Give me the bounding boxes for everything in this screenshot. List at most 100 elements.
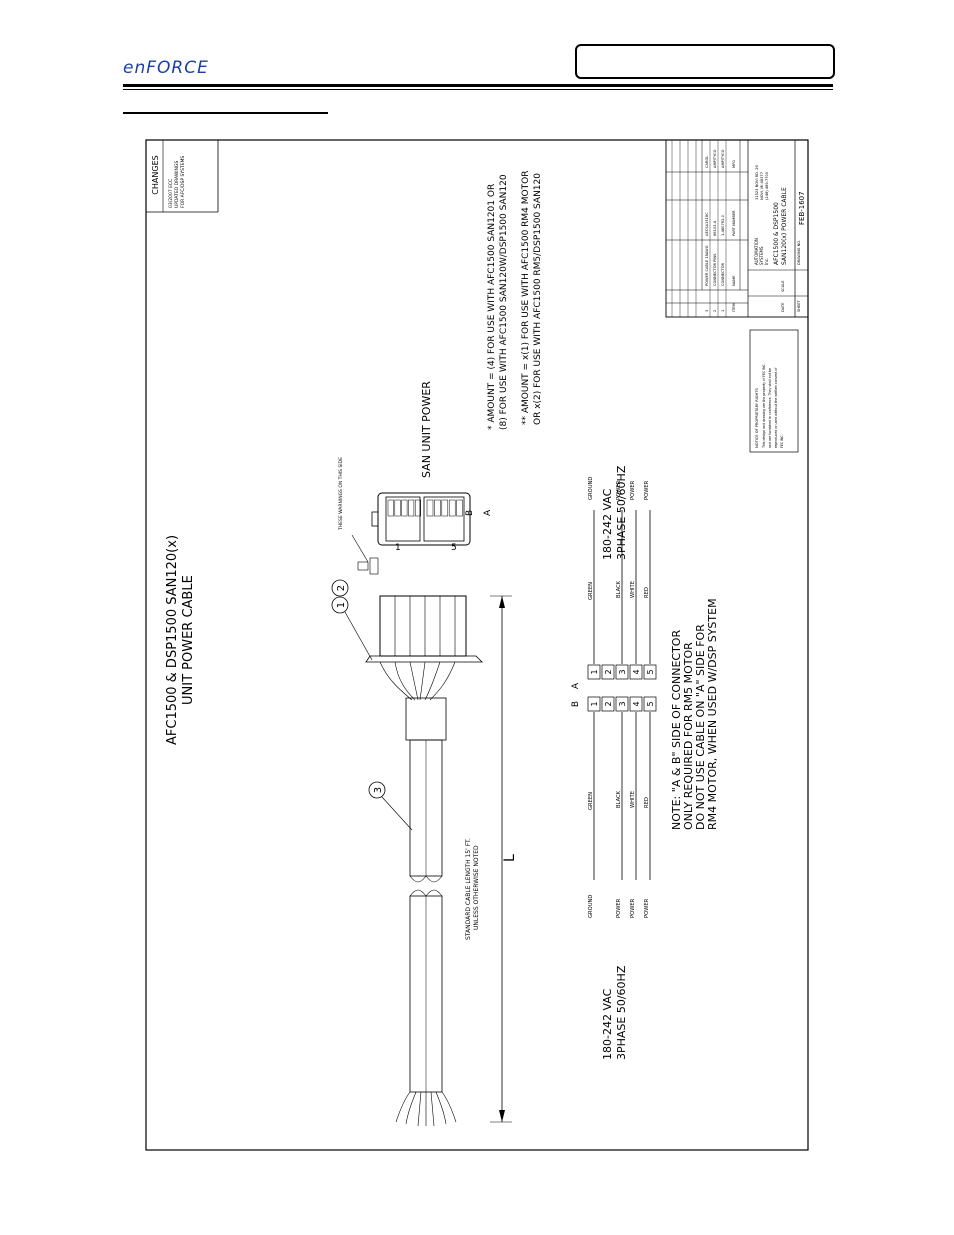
cable-length-note-1: STANDARD CABLE LENGTH 15' FT. (465, 838, 472, 940)
amount-note-4: OR x(2) FOR USE WITH AFC1500 RM5/DSP1500… (533, 173, 543, 425)
changes-box: CHANGES 03/2007 ECC UPDATED DRAWINGS FOR… (146, 140, 219, 213)
pin-side-label-a: A (571, 682, 581, 689)
pin-number-a: 1 (590, 669, 599, 674)
header-rule (123, 84, 833, 87)
voltage-right-line-2: 3PHASE 50/60HZ (615, 465, 628, 560)
bom-mfg: AMP/TYCO (713, 149, 717, 168)
changes-line-3: FOR AFC/DSP SYSTEMS (180, 156, 186, 208)
wire-function-left: POWER (630, 898, 636, 918)
connector-pin-1-label: 1 (395, 543, 401, 553)
bom-desc: POWER CABLE 18AWG (705, 245, 709, 286)
wiring-note-line-4: RM4 MOTOR, WHEN USED W/DSP SYSTEM (706, 598, 719, 830)
company-address-1: 31523 NOVI RD. 26 (755, 164, 759, 200)
pin-cell-b (401, 499, 408, 517)
wire-function-right: POWER (616, 480, 622, 500)
bom-header-item: ITEM (732, 303, 736, 312)
changes-header: CHANGES (151, 155, 160, 194)
pin-cell-a (434, 499, 441, 517)
callout-3-text: 3 (373, 787, 384, 793)
connector-side-view (365, 595, 483, 701)
pin-number-a: 2 (604, 669, 613, 674)
pin-cell-b (414, 499, 421, 517)
proprietary-line-1: NOTICE OF PROPRIETARY RIGHTS (755, 388, 759, 448)
connector-pin-cells (387, 499, 463, 517)
pin-box-b (587, 696, 601, 712)
callout-1-circle (331, 596, 349, 614)
length-label: L (502, 854, 518, 862)
date-label: DATE (781, 302, 785, 312)
wiring-note-line-1: NOTE: "A & B" SIDE OF CONNECTOR (670, 630, 683, 830)
amount-note-2: (8) FOR USE WITH AFC1500 SAN120W/DSP1500… (499, 174, 509, 430)
pin-box-a (587, 664, 601, 680)
bom-part: 1-480763-0 (721, 214, 725, 236)
diagram-title-line-1: AFC1500 & DSP1500 SAN120(x) (165, 535, 180, 745)
warning-note: THESE WARNINGS ON THIS SIDE (338, 457, 344, 531)
bom-header-desc: NAME (732, 275, 736, 286)
drawing-title-block-1: AFC1500 & DSP1500 (773, 202, 780, 265)
wire-color-left: GREEN (588, 792, 594, 810)
proprietary-notice: NOTICE OF PROPRIETARY RIGHTS This design… (749, 329, 799, 453)
wire-function-left: POWER (644, 898, 650, 918)
warning-tag: THESE WARNINGS ON THIS SIDE (338, 457, 379, 575)
wire-color-left: WHITE (630, 791, 636, 808)
pin-box-a (629, 664, 643, 680)
pin-number-b: 5 (646, 701, 655, 706)
enforce-logo: enFORCE (123, 58, 209, 78)
voltage-left-line-2: 3PHASE 50/60HZ (615, 965, 628, 1060)
wire-function-right: POWER (644, 480, 650, 500)
connector-row-b-label: B (465, 510, 475, 516)
cable-length-note-2: UNLESS OTHERWISE NOTED (473, 845, 480, 930)
pin-number-a: 5 (646, 669, 655, 674)
pin-cell-b (394, 499, 401, 517)
connector-row-a-label: A (483, 509, 493, 516)
pin-cell-a (448, 499, 456, 517)
proprietary-line-3: and are furnished in confidence. They sh… (768, 368, 772, 448)
wire-function-left: GROUND (588, 895, 594, 918)
wire-function-right: GROUND (588, 477, 594, 500)
pin-box-a (601, 664, 615, 680)
pin-side-label-b: B (571, 701, 581, 707)
company-name-2: SYSTEMS (759, 246, 764, 265)
company-name-1: AUTOMATION (754, 238, 759, 265)
pin-box-a (615, 664, 629, 680)
pin-box-b (629, 696, 643, 712)
pin-cell-a (441, 499, 449, 517)
voltage-right-line-1: 180-242 VAC (601, 488, 614, 560)
pin-number-b: 4 (632, 701, 641, 706)
bom-item: 2 (713, 310, 717, 312)
drawing-no-label: DRAWING NO. (797, 240, 801, 265)
pin-box-b (615, 696, 629, 712)
title-block (665, 139, 809, 318)
pin-box-a (643, 664, 657, 680)
pin-number-a: 4 (632, 669, 641, 674)
company-name-3: Inc. (764, 258, 769, 265)
wiring-note-line-3: DO NOT USE CABLE ON "A" SIDE FOR (694, 624, 707, 830)
proprietary-line-4: reproduced or used without the written c… (774, 367, 778, 448)
amount-note-1: * AMOUNT = (4) FOR USE WITH AFC1500 SAN1… (487, 184, 497, 430)
wire-color-right: GREEN (588, 582, 594, 600)
proprietary-line-5: FEC INC. (780, 434, 784, 448)
wire-color-right: WHITE (630, 581, 636, 598)
bom-mfg: AMP/TYCO (721, 149, 725, 168)
diagram-title-line-2: UNIT POWER CABLE (181, 575, 196, 705)
bom-header-mfg: MFG (732, 160, 736, 168)
voltage-left-line-1: 180-242 VAC (601, 988, 614, 1060)
pin-cell-a (456, 499, 463, 517)
drawing-title-block-2: SAN120(x) POWER CABLE (781, 187, 788, 265)
callout-2-text: 2 (336, 585, 347, 591)
callout-balloons: 1 2 3 (331, 579, 413, 831)
connector-pin-5-label: 5 (451, 543, 457, 553)
bom-part: 66103-4 (713, 220, 717, 236)
callout-2-circle (331, 579, 349, 597)
amount-note-3: ** AMOUNT = x(1) FOR USE WITH AFC1500 RM… (521, 171, 531, 425)
scale-label: SCALE (781, 280, 785, 292)
company-address-3: (248) 489-7700 (765, 171, 769, 200)
pin-cell-a (426, 499, 434, 517)
pin-cell-b (387, 499, 394, 517)
callout-3-circle (368, 781, 386, 799)
wire-color-right: BLACK (616, 580, 622, 598)
wiring-note-line-2: ONLY REQUIRED FOR RM5 MOTOR (682, 642, 695, 830)
drawing-frame (145, 139, 809, 1151)
